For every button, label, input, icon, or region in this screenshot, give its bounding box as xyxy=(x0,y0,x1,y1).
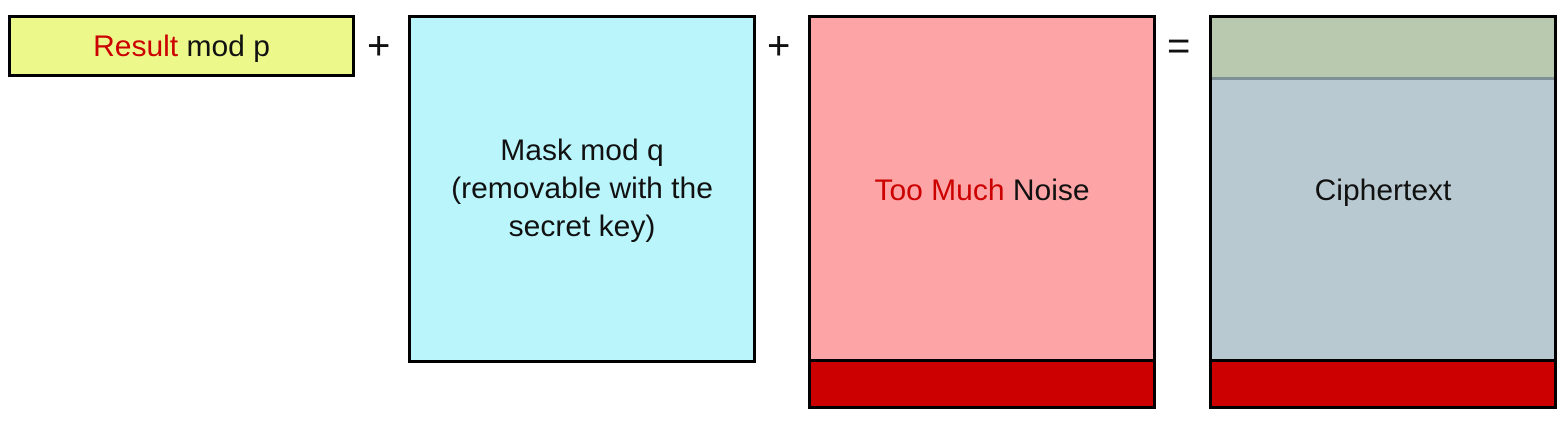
result-rest-text: mod p xyxy=(186,30,270,63)
ciphertext-overflow-bar xyxy=(1209,359,1557,409)
result-mod-p-box: Result mod p xyxy=(8,15,355,77)
mask-label-line-3: secret key) xyxy=(508,210,656,243)
ciphertext-top-band xyxy=(1212,18,1554,80)
too-much-noise-box: Too Much Noise xyxy=(808,15,1156,362)
mask-mod-q-label: Mask mod q (removable with the secret ke… xyxy=(411,132,753,246)
ciphertext-box: Ciphertext xyxy=(1209,15,1557,362)
noise-highlight-text: Too Much xyxy=(874,174,1005,207)
result-highlight-text: Result xyxy=(93,30,179,63)
noise-overflow-bar xyxy=(808,359,1156,409)
mask-label-line-2: (removable with the xyxy=(451,172,713,205)
ciphertext-label: Ciphertext xyxy=(1314,174,1452,207)
plus-operator-2: + xyxy=(767,24,791,68)
result-mod-p-label: Result mod p xyxy=(11,28,352,66)
equals-operator: = xyxy=(1167,24,1191,68)
mask-label-line-1: Mask mod q xyxy=(500,134,664,167)
too-much-noise-label: Too Much Noise xyxy=(811,172,1153,210)
plus-operator-1: + xyxy=(367,24,391,68)
noise-rest-text: Noise xyxy=(1012,174,1090,207)
mask-mod-q-box: Mask mod q (removable with the secret ke… xyxy=(408,15,756,363)
